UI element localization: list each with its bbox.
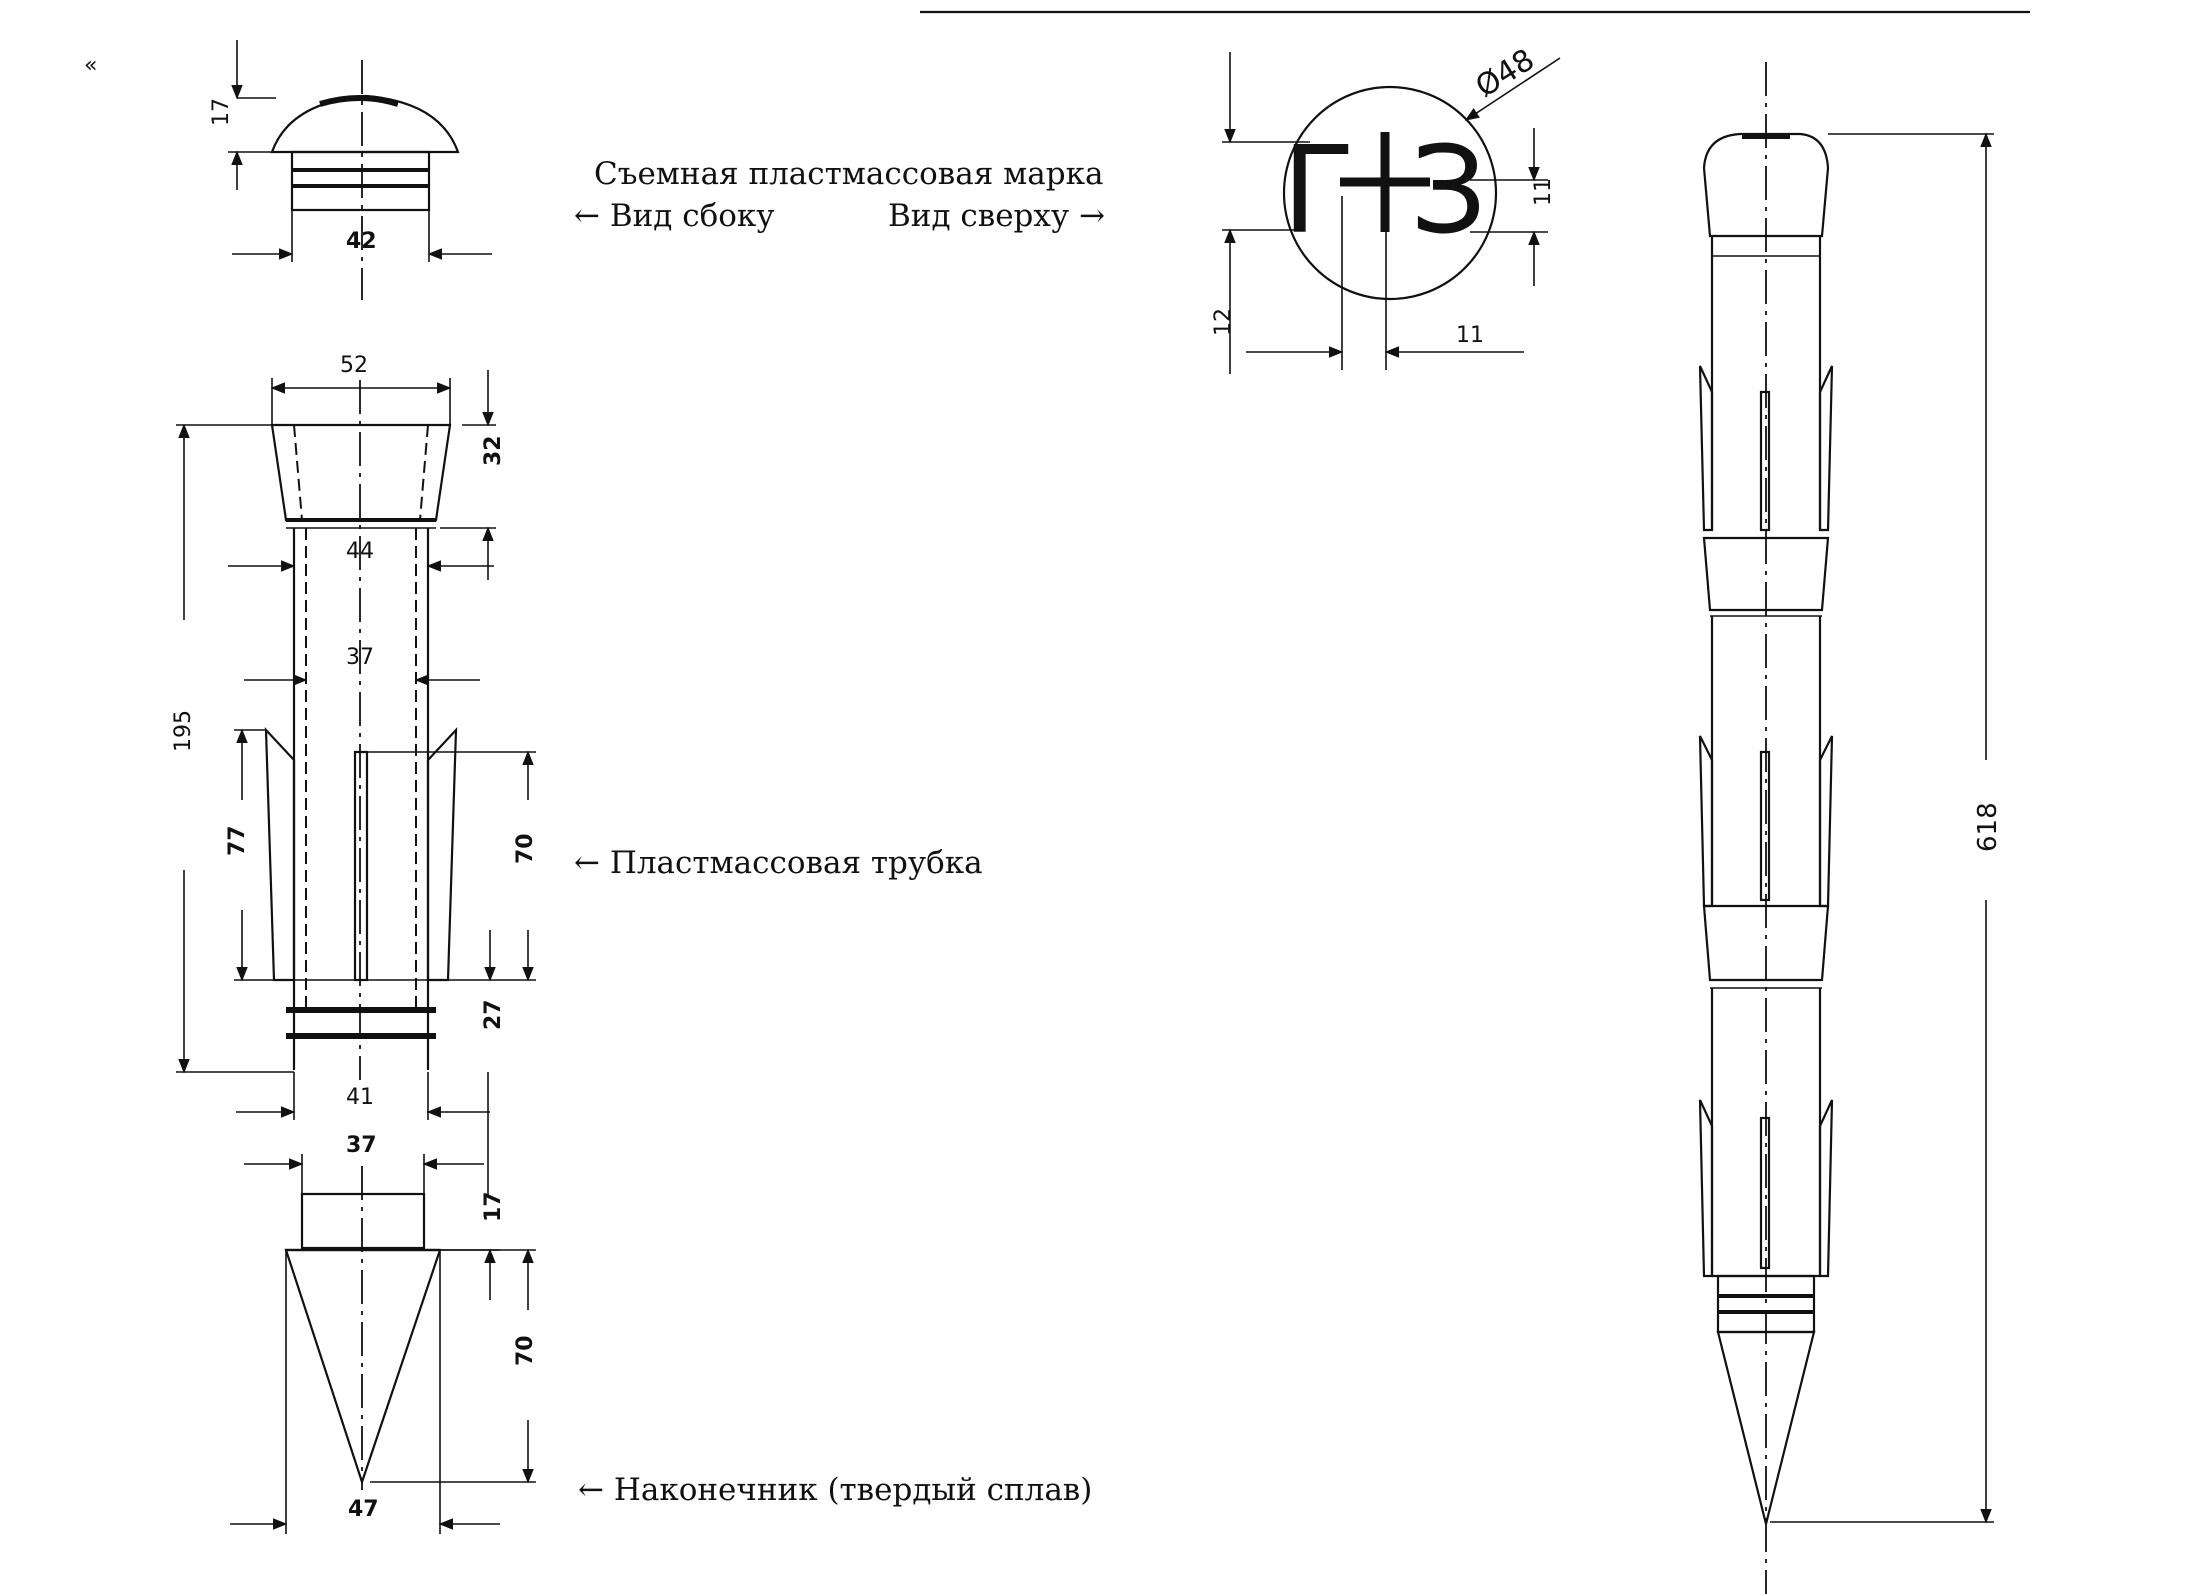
dim-cap-height: 17	[209, 98, 234, 126]
dim-tube-top-width: 52	[340, 353, 368, 378]
marker-letter-g: Г	[1282, 122, 1355, 261]
dim-tube-bottom-width: 41	[346, 1085, 374, 1110]
dim-tip-neck-height: 17	[481, 1191, 506, 1222]
dim-marker-offset-bottom: 11	[1456, 323, 1484, 348]
dim-tip-neck-width: 37	[346, 1133, 377, 1158]
dim-marker-diameter: Ø48	[1470, 42, 1541, 104]
dim-slot-height: 70	[513, 833, 538, 864]
dim-fin-height: 77	[225, 825, 250, 856]
dim-tube-top-height: 32	[481, 435, 506, 466]
caption-side-view: ← Вид сбоку	[574, 198, 775, 234]
tube-side-view: 52 32 44 37 195 77 70 27	[171, 353, 538, 1195]
marker-letter-z: З	[1410, 122, 1487, 261]
tip-side-view: 37 17 70 47	[230, 1133, 538, 1534]
caption-tube: ← Пластмассовая трубка	[574, 845, 983, 881]
dim-tip-cone-height: 70	[513, 1335, 538, 1366]
dim-tube-outer: 44	[346, 539, 374, 564]
dim-ring-height: 27	[481, 999, 506, 1030]
caption-top-view: Вид сверху →	[888, 198, 1105, 234]
dim-tube-inner: 37	[346, 645, 374, 670]
caption-marker-title: Съемная пластмассовая марка	[594, 156, 1103, 192]
dim-marker-offset-left: 12	[1211, 308, 1236, 336]
marker-top-view: Г З Ø48 12 11 11	[1211, 42, 1561, 374]
assembly-view: 618	[1698, 62, 2003, 1594]
dim-tip-width: 47	[348, 1497, 379, 1522]
caption-tip: ← Наконечник (твердый сплав)	[578, 1472, 1092, 1508]
dim-marker-letter-height: 11	[1531, 178, 1556, 206]
dim-cap-width: 42	[346, 229, 377, 254]
corner-mark: «	[84, 53, 97, 78]
dim-assembly-length: 618	[1973, 802, 2003, 852]
marker-cap-side-view: 17 42	[209, 40, 492, 300]
dim-tube-total-height: 195	[171, 710, 196, 752]
